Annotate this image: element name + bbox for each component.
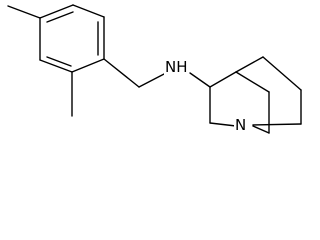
quinuclidine-cage [209, 56, 302, 134]
molecular-structure [7, 4, 302, 134]
amine-nh-label: NH [164, 58, 189, 76]
bridgehead-nitrogen-label: N [234, 116, 248, 134]
molecule-figure: NH N [7, 4, 302, 134]
benzene-ring [39, 4, 105, 73]
benzyl-linker [103, 58, 167, 88]
nh-to-quinuclidine-bond [189, 72, 211, 88]
methyl-bond-top [7, 5, 41, 19]
